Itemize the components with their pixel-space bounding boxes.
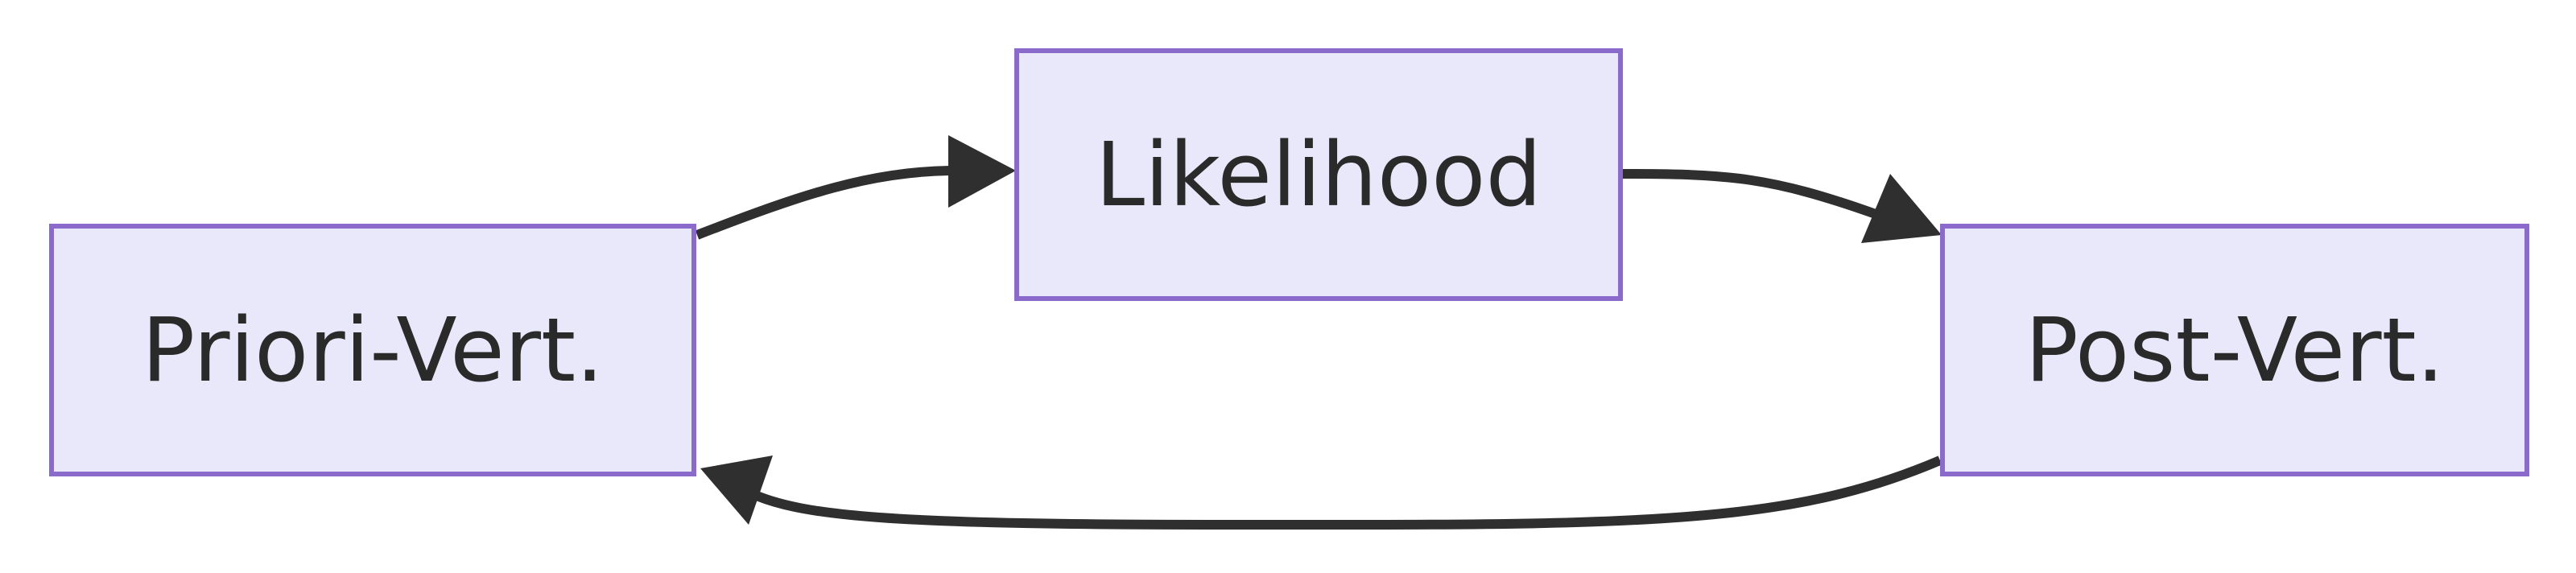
edge-line — [1620, 169, 1878, 219]
node-likelihood[interactable]: Likelihood — [1014, 48, 1623, 301]
arrowhead-icon — [700, 456, 773, 525]
node-box — [49, 224, 696, 476]
edge-post-to-priori — [700, 456, 1942, 530]
edge-priori-to-likelihood — [695, 135, 1016, 240]
edge-likelihood-to-post — [1620, 169, 1942, 243]
node-label: Likelihood — [1096, 123, 1542, 226]
node-label: Post-Vert. — [2025, 299, 2444, 402]
edge-line — [754, 456, 1942, 530]
node-box — [1940, 224, 2529, 476]
arrowhead-icon — [948, 135, 1016, 208]
node-priori-vert[interactable]: Priori-Vert. — [49, 224, 696, 476]
node-post-vert[interactable]: Post-Vert. — [1940, 224, 2529, 476]
node-box — [1014, 48, 1623, 301]
node-label: Priori-Vert. — [142, 299, 604, 402]
arrowhead-icon — [1861, 174, 1942, 243]
edge-line — [695, 166, 951, 240]
